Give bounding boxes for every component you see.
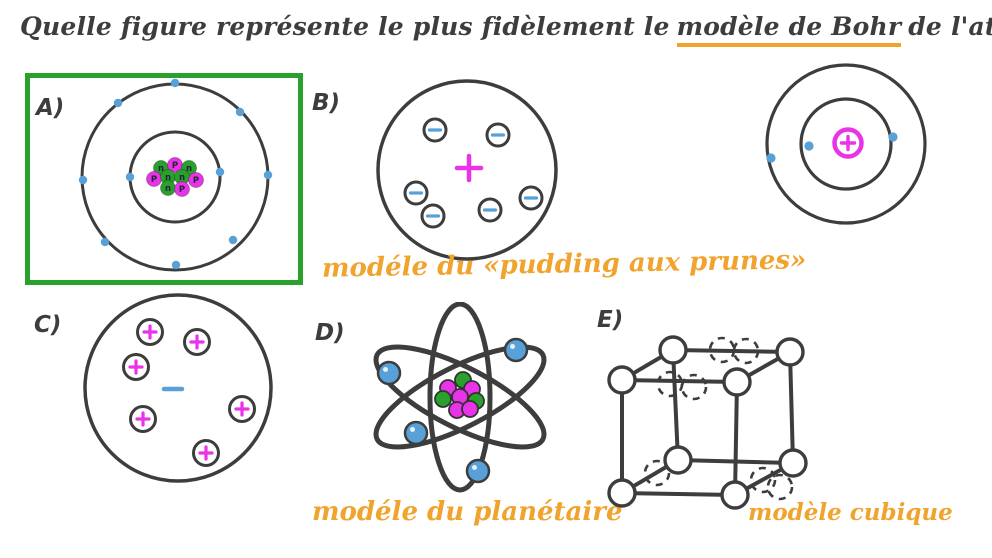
reference-particles xyxy=(766,127,898,163)
proton-particle xyxy=(461,400,479,418)
electron-dot xyxy=(113,98,123,108)
highlight xyxy=(383,367,388,372)
label-figure-c: C) xyxy=(34,312,62,338)
electron-sphere xyxy=(376,360,402,386)
corner-atom xyxy=(720,480,750,510)
label-figure-b: B) xyxy=(312,90,341,116)
highlight xyxy=(410,427,415,432)
diagonal-orbit xyxy=(373,344,547,450)
electron-dot xyxy=(263,170,273,180)
corner-atoms xyxy=(607,335,808,510)
dashed-atom xyxy=(680,373,708,401)
atom-boundary xyxy=(83,293,273,483)
electron-dot xyxy=(125,172,135,182)
label-figure-e: E) xyxy=(597,307,624,333)
electron-dot xyxy=(804,141,814,151)
outer-shell-orbit xyxy=(765,63,927,225)
particle-symbol: n xyxy=(165,184,171,194)
particle-symbol: P xyxy=(151,175,157,185)
electron-dot xyxy=(78,175,88,185)
electron-dot xyxy=(171,260,181,270)
electron-dot xyxy=(235,107,245,117)
electron-orbits xyxy=(373,302,547,493)
question-text-before: Quelle figure représente le plus fidèlem… xyxy=(20,12,670,41)
electron-dot xyxy=(228,235,238,245)
atom-boundary xyxy=(376,79,558,261)
label-figure-d: D) xyxy=(315,320,345,346)
label-figure-a: A) xyxy=(36,95,65,121)
electron-dot xyxy=(100,237,110,247)
figure-e xyxy=(607,335,808,510)
particle-symbol: n xyxy=(165,173,171,183)
corner-atom xyxy=(775,337,805,367)
electron-dot xyxy=(766,153,776,163)
electron-dot xyxy=(888,132,898,142)
corner-atom xyxy=(607,478,637,508)
caption-planetary: modéle du planétaire xyxy=(312,497,623,527)
dashed-atom xyxy=(656,370,684,398)
nucleus-ring xyxy=(832,127,864,159)
dashed-atom xyxy=(749,466,777,494)
dashed-atom xyxy=(766,473,794,501)
figure-c xyxy=(83,293,273,483)
inner-shell-orbit xyxy=(799,97,893,191)
dashed-atom xyxy=(643,459,671,487)
diagonal-orbit xyxy=(373,344,547,450)
electron-sphere xyxy=(503,337,529,363)
figure-b-particles xyxy=(403,117,544,229)
question-bohr-underlined: modèle de Bohr xyxy=(676,12,902,47)
corner-atom xyxy=(722,367,752,397)
electron-sphere xyxy=(465,458,491,484)
green-frame xyxy=(25,73,303,285)
particle-symbol: n xyxy=(186,164,192,174)
question-text-after: de l'atome? xyxy=(908,12,992,41)
proton-particle xyxy=(174,181,190,197)
electron-sphere xyxy=(403,420,429,446)
particle-symbol: P xyxy=(179,185,185,195)
caption-plum-pudding: modéle du «pudding aux prunes» xyxy=(321,245,807,284)
cube-edges xyxy=(620,348,795,497)
corner-atom xyxy=(663,445,693,475)
question-text: Quelle figure représente le plus fidèlem… xyxy=(20,12,992,47)
highlight xyxy=(510,344,515,349)
electron-dot xyxy=(215,167,225,177)
corner-atom xyxy=(658,335,688,365)
highlight xyxy=(472,465,477,470)
caption-cubic: modèle cubique xyxy=(748,499,953,526)
particle-symbol: P xyxy=(172,161,178,171)
particle-symbol: n xyxy=(179,173,185,183)
particle-symbol: P xyxy=(193,176,199,186)
vertical-orbit xyxy=(427,302,493,493)
proton-particle xyxy=(188,172,204,188)
neutron-particle xyxy=(434,390,452,408)
figure-b xyxy=(376,79,558,261)
figure-bohr-reference xyxy=(765,63,927,225)
figure-d xyxy=(373,302,547,493)
figure-c-particles xyxy=(122,318,256,467)
corner-atom xyxy=(778,448,808,478)
particle-symbol: n xyxy=(158,164,164,174)
electron-dot xyxy=(170,78,180,88)
corner-atom xyxy=(607,365,637,395)
figure-d-particles xyxy=(376,337,529,484)
